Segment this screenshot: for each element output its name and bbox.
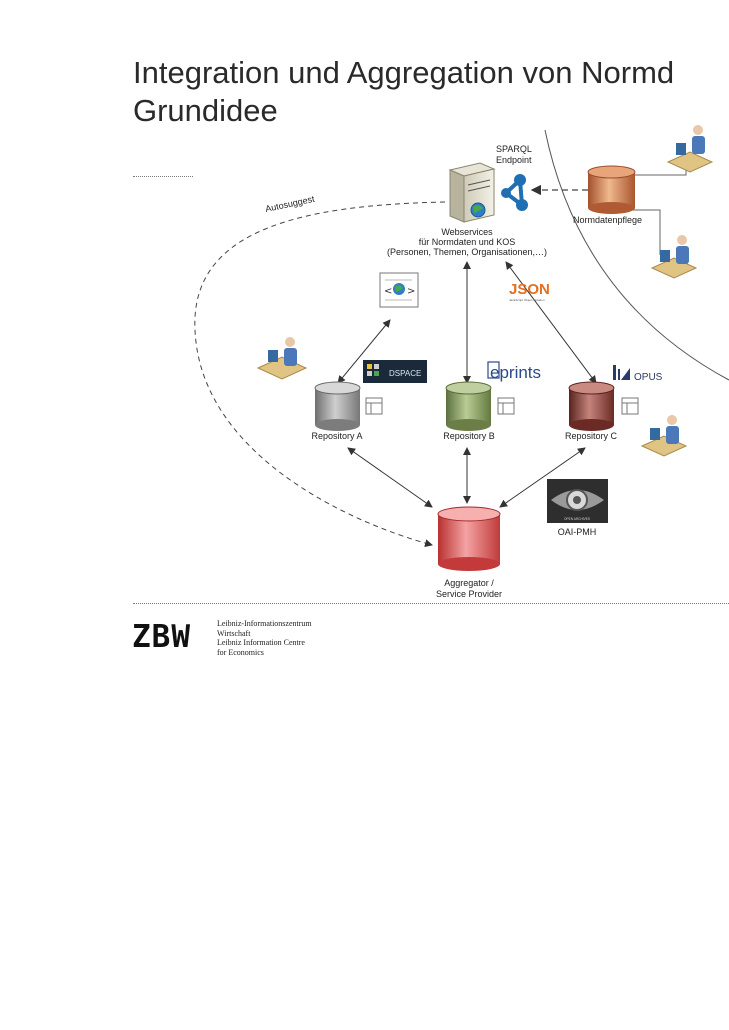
boundary-curve	[544, 129, 729, 381]
user-icon-mid-right	[650, 235, 698, 279]
sparql-endpoint: SPARQL Endpoint	[496, 144, 532, 211]
zbw-institution-name: Leibniz-Informationszentrum Wirtschaft L…	[217, 619, 312, 657]
repository-a-label: Repository A	[311, 431, 362, 441]
repository-b-table-icon	[497, 397, 515, 415]
sparql-label-1: SPARQL	[496, 144, 532, 154]
autosuggest-label: Autosuggest	[264, 194, 316, 214]
opus-logo: OPUS	[613, 365, 663, 383]
aggregator-database	[437, 506, 501, 571]
arrow-ws-repo-c	[505, 261, 597, 384]
sparql-icon	[501, 174, 528, 211]
zbw-line-3: Leibniz Information Centre	[217, 638, 305, 647]
repository-c-database	[568, 381, 615, 431]
web-document-icon: < >	[379, 272, 419, 308]
webservices-label-2: für Normdaten und KOS	[419, 237, 516, 247]
oai-logo-caption: OPEN ARCHIVES	[564, 517, 590, 521]
eprints-logo-text: eprints	[490, 363, 541, 382]
title-line-2: Grundidee	[133, 93, 278, 128]
zbw-line-4: for Economics	[217, 647, 264, 657]
svg-text:<: <	[384, 286, 392, 297]
arrow-ws-repo-a	[337, 319, 391, 384]
user-icon-left	[256, 337, 308, 380]
normdatenpflege-label: Normdatenpflege	[573, 215, 642, 225]
title-divider	[133, 176, 193, 177]
dspace-logo: DSPACE	[363, 360, 427, 383]
repository-c-label: Repository C	[565, 431, 618, 441]
dspace-logo-text: DSPACE	[389, 369, 421, 378]
json-logo: JSON JavaScript Object Notation	[509, 281, 550, 302]
opus-logo-text: OPUS	[634, 372, 663, 383]
zbw-logo: ZBW	[132, 621, 191, 651]
json-logo-text: JSON	[509, 281, 550, 298]
repository-b-label: Repository B	[443, 431, 495, 441]
footer-divider	[133, 603, 729, 604]
aggregator-label-2: Service Provider	[436, 589, 502, 599]
arrow-repo-a-agg	[347, 447, 433, 508]
webservices-server-icon	[448, 162, 496, 223]
zbw-logo-text: ZBW	[132, 621, 191, 651]
sparql-label-2: Endpoint	[496, 155, 532, 165]
integration-diagram: Autosuggest SPARQL Endpoint Webservices	[194, 125, 729, 599]
autosuggest-path	[194, 201, 446, 548]
svg-text:>: >	[407, 286, 415, 297]
webservices-label-3: (Personen, Themen, Organisationen,…)	[387, 247, 547, 257]
normdaten-database	[587, 165, 636, 214]
repository-a-database	[314, 381, 361, 431]
title-line-1: Integration und Aggregation von Normd	[133, 55, 675, 90]
user-icon-bottom-right	[640, 415, 688, 457]
zbw-line-2: Wirtschaft	[217, 628, 251, 638]
page-title: Integration und Aggregation von Normd Gr…	[133, 54, 674, 130]
arrow-repo-c-agg	[499, 447, 586, 508]
repository-c-table-icon	[621, 397, 639, 415]
user-icon-top-right	[666, 125, 714, 173]
repository-b-database	[445, 381, 492, 431]
repository-a-table-icon	[365, 397, 383, 415]
webservices-label-1: Webservices	[441, 227, 493, 237]
zbw-line-1: Leibniz-Informationszentrum	[217, 619, 312, 628]
oai-pmh-label: OAI-PMH	[558, 527, 597, 537]
oai-logo: OPEN ARCHIVES	[547, 479, 608, 523]
aggregator-label-1: Aggregator /	[444, 578, 494, 588]
eprints-logo: eprints	[487, 361, 541, 382]
json-tagline: JavaScript Object Notation	[509, 298, 545, 302]
